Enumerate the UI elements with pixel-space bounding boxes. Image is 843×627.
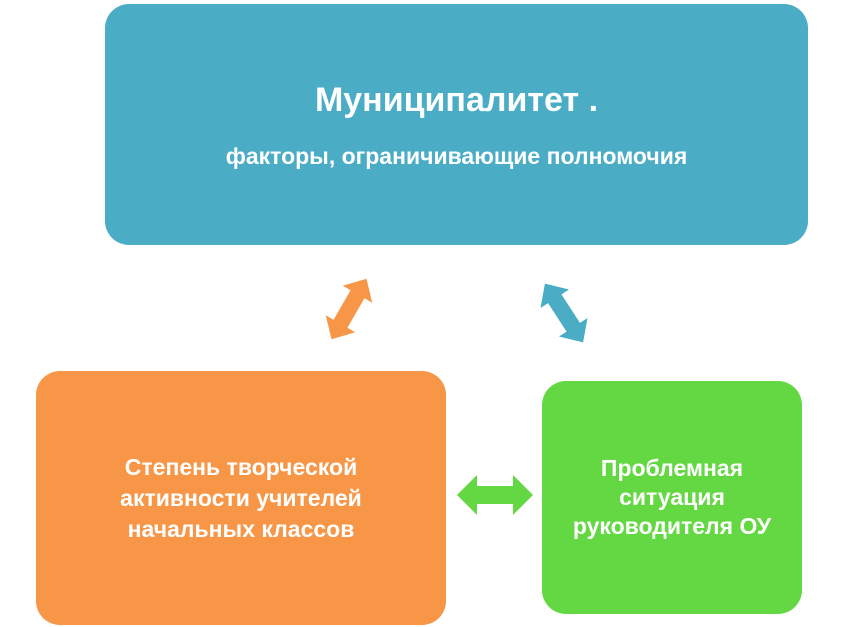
right-box-text: Проблемная ситуация руководителя ОУ <box>572 455 772 539</box>
orange-double-arrow <box>325 278 373 340</box>
blue-double-arrow <box>540 283 588 343</box>
left-box-text: Степень творческой активности учителей н… <box>120 453 362 542</box>
right-box-principal-situation: Проблемная ситуация руководителя ОУ <box>542 381 802 614</box>
top-box-subtitle: факторы, ограничивающие полномочия <box>225 142 688 169</box>
top-box-title: Муниципалитет . <box>314 80 599 119</box>
top-box-municipality: Муниципалитет . факторы, ограничивающие … <box>105 4 808 245</box>
left-box-teacher-activity: Степень творческой активности учителей н… <box>36 371 446 625</box>
green-double-arrow <box>457 475 533 515</box>
